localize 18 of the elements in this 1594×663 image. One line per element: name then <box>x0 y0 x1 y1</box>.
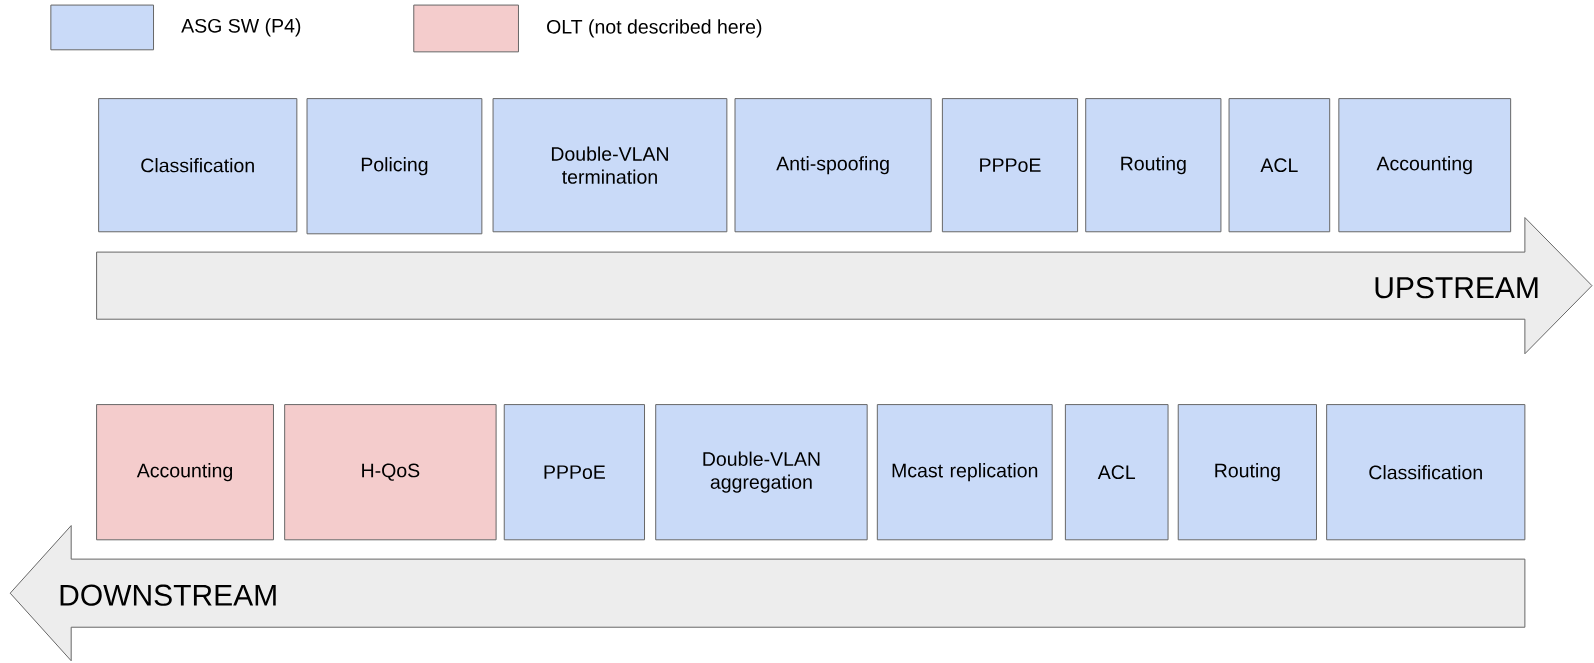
legend-label: OLT (not described here) <box>547 19 762 38</box>
process-box: H-QoS <box>284 404 497 541</box>
process-box: PPPoE <box>503 404 646 541</box>
process-box: ACL <box>1228 98 1331 233</box>
process-box: Accounting <box>96 404 274 541</box>
process-box: Routing <box>1177 404 1317 541</box>
process-box: PPPoE <box>941 98 1079 233</box>
process-box: Double-VLAN termination <box>492 98 728 233</box>
process-box: Double-VLAN aggregation <box>655 404 868 541</box>
process-box: Routing <box>1085 98 1222 233</box>
process-box: Accounting <box>1338 98 1512 233</box>
process-box: Classification <box>98 98 298 233</box>
process-box: ACL <box>1064 404 1169 541</box>
process-box: Policing <box>306 98 483 235</box>
legend-label: ASG SW (P4) <box>181 18 301 37</box>
process-box: Anti-spoofing <box>734 98 932 233</box>
process-box: Mcast replication <box>876 404 1053 541</box>
process-box: Classification <box>1326 404 1526 541</box>
